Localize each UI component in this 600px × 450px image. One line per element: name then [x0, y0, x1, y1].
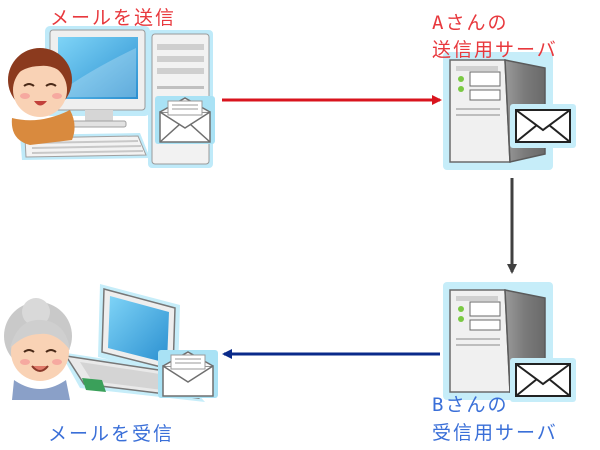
receiver-action-label: メールを受信: [48, 423, 175, 445]
server-b-owner-label: Bさんの: [432, 394, 509, 416]
server-b-envelope-icon: [510, 358, 576, 402]
woman-avatar-icon: [8, 48, 75, 145]
desktop-monitor-icon: [45, 26, 150, 128]
sender-illustration: [8, 26, 215, 168]
sender-action-label: メールを送信: [50, 7, 177, 29]
server-a-illustration: [443, 52, 576, 170]
server-a-envelope-icon: [510, 104, 576, 148]
incoming-envelope-icon: [158, 350, 218, 398]
server-b-illustration: [443, 282, 576, 402]
elderly-woman-avatar-icon: [4, 298, 72, 400]
outgoing-envelope-icon: [155, 96, 215, 144]
server-a-owner-label: Aさんの: [432, 12, 509, 34]
server-b-role-label: 受信用サーバ: [432, 422, 558, 444]
receiver-illustration: [4, 284, 218, 402]
server-a-role-label: 送信用サーバ: [432, 39, 558, 61]
